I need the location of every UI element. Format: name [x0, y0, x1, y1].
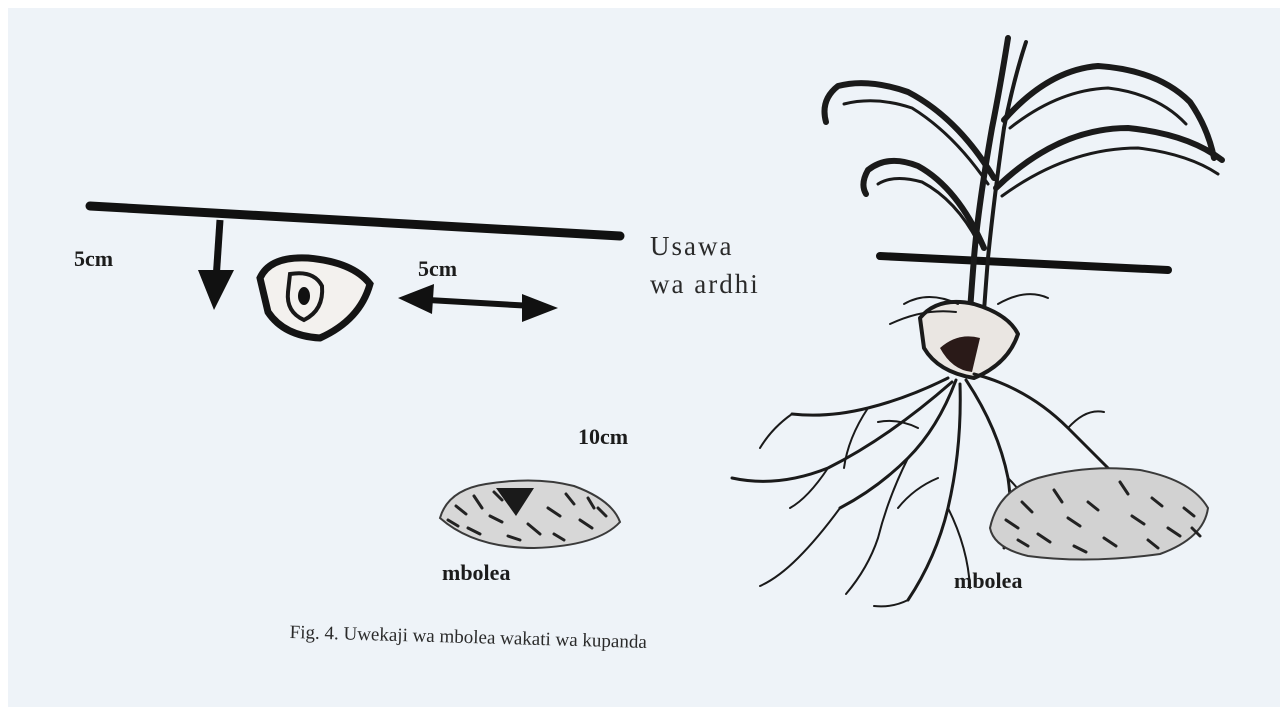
ground-line-right: [880, 256, 1168, 270]
fertilizer-mound-right: [990, 468, 1208, 559]
distance-label: 10cm: [578, 424, 628, 450]
ground-line-left: [90, 206, 620, 236]
diagram-canvas: [8, 8, 1280, 707]
fertilizer-label-right: mbolea: [954, 568, 1022, 594]
fertilizer-mound-left: [440, 480, 620, 548]
figure-page: 5cm 5cm Usawa wa ardhi 10cm mbolea mbole…: [8, 8, 1280, 707]
ground-level-label-line1: Usawa: [650, 230, 733, 262]
ground-level-label-line2: wa ardhi: [650, 268, 760, 300]
depth-label: 5cm: [74, 246, 113, 272]
spacing-arrow: [398, 284, 558, 322]
depth-arrow: [198, 220, 234, 310]
spacing-label: 5cm: [418, 256, 457, 282]
fertilizer-label-left: mbolea: [442, 560, 510, 586]
seed-icon: [260, 258, 370, 338]
